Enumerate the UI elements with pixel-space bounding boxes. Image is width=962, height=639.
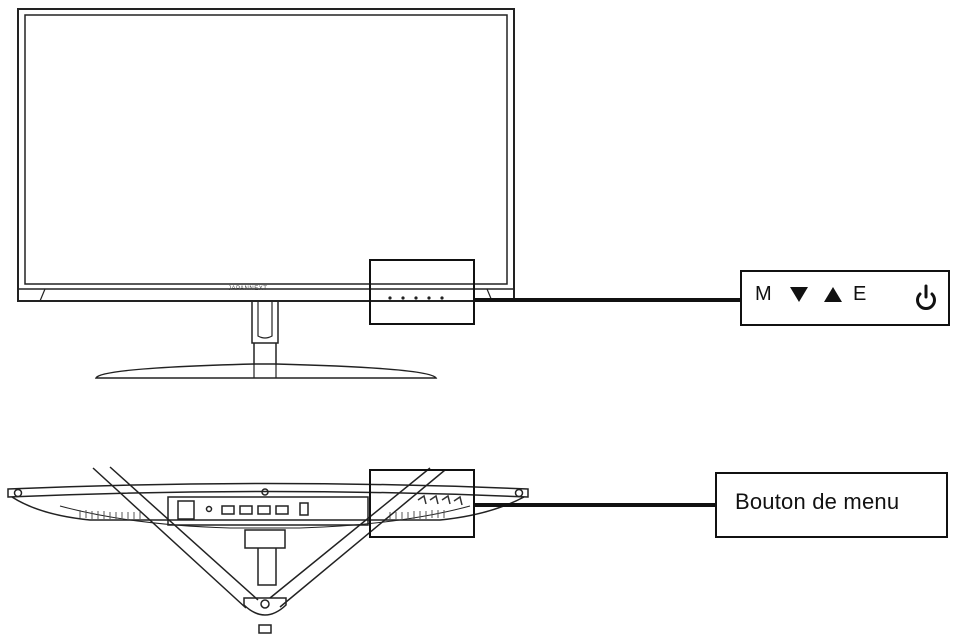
menu-button-callout-label: Bouton de menu — [735, 489, 900, 514]
monitor-front-screen — [24, 14, 508, 285]
monitor-stand-neck — [251, 301, 279, 365]
callout-box — [715, 472, 948, 538]
port-audio — [275, 505, 289, 515]
down-arrow-icon — [790, 287, 808, 302]
button-panel — [740, 270, 950, 326]
monitor-bottom-body — [7, 482, 529, 498]
port-dp — [257, 505, 271, 515]
port-block — [167, 496, 369, 526]
port-hdmi-1 — [221, 505, 235, 515]
port-hdmi-2 — [239, 505, 253, 515]
brand-logo-text: JAPANNEXT — [228, 286, 268, 292]
monitor-front-frame — [17, 8, 515, 302]
monitor-front-view — [17, 8, 515, 379]
front-buttons-highlight-box — [369, 259, 475, 325]
exit-key-label: E — [853, 283, 867, 305]
bottom-button-markers — [417, 494, 463, 506]
stand-legs-bottom — [92, 466, 446, 609]
up-arrow-icon — [824, 287, 842, 302]
front-button-dots — [388, 296, 444, 300]
monitor-stand-base — [94, 363, 438, 379]
menu-key-label: M — [755, 283, 772, 305]
power-icon — [916, 284, 936, 310]
monitor-bottom-view — [7, 466, 529, 634]
